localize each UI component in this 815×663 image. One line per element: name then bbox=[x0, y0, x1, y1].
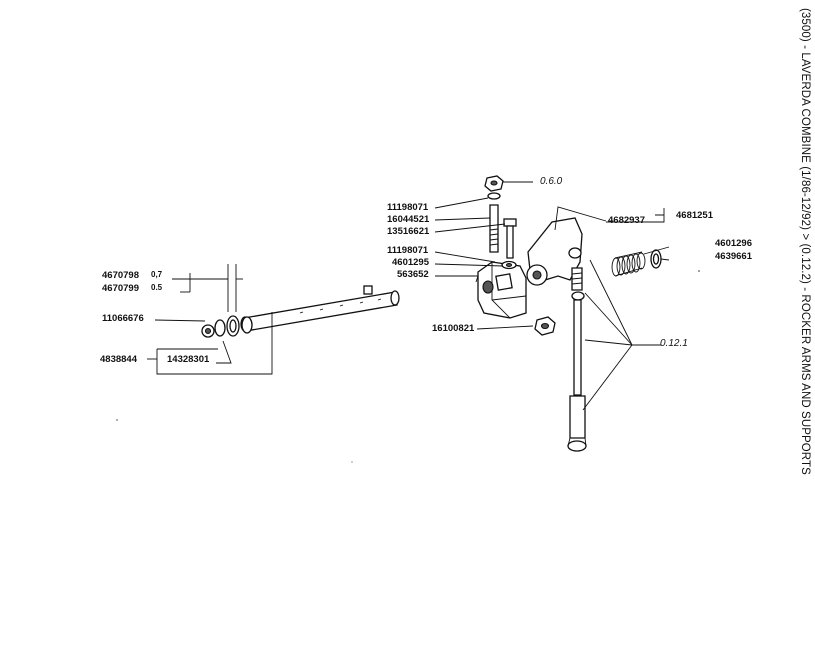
label-4681251: 4681251 bbox=[676, 210, 714, 221]
rocker-spring bbox=[611, 251, 646, 277]
rocker-arm bbox=[526, 217, 583, 291]
label-shim-07: 0,7 bbox=[151, 270, 163, 279]
rocker-shaft bbox=[240, 290, 400, 332]
push-rod bbox=[567, 291, 587, 452]
label-16100821: 16100821 bbox=[432, 323, 475, 334]
label-14328301: 14328301 bbox=[167, 354, 210, 365]
label-11198071-top: 11198071 bbox=[387, 202, 429, 213]
label-4670799: 4670799 bbox=[102, 283, 139, 294]
nut-top bbox=[484, 175, 504, 192]
part-labels: 4670798 4670799 0,7 0.5 11066676 4838844… bbox=[100, 176, 753, 365]
label-16044521: 16044521 bbox=[387, 214, 430, 225]
washer-upper bbox=[487, 192, 501, 200]
rocker-support bbox=[477, 261, 527, 319]
label-shim-05: 0.5 bbox=[151, 283, 163, 292]
label-4682937: 4682937 bbox=[608, 215, 645, 226]
label-4838844: 4838844 bbox=[100, 354, 138, 365]
nut-16100821 bbox=[534, 316, 556, 336]
shaft-plug-563652 bbox=[363, 285, 373, 295]
scan-specks bbox=[116, 270, 700, 463]
label-4639661: 4639661 bbox=[715, 251, 753, 262]
page-title: (3500) - LAVERDA COMBINE (1/86-12/92) > … bbox=[799, 8, 811, 475]
callout-lines-left bbox=[147, 291, 273, 375]
stud-16044521 bbox=[489, 204, 499, 253]
callout-lines-right bbox=[434, 181, 670, 411]
label-11198071-lower: 11198071 bbox=[387, 245, 429, 256]
washer-lower bbox=[501, 260, 517, 270]
ref-0-12-1: 0.12.1 bbox=[660, 338, 688, 349]
shim-dimension bbox=[172, 264, 243, 312]
spring-washer bbox=[650, 249, 662, 269]
washer-set bbox=[201, 315, 253, 338]
label-4601296: 4601296 bbox=[715, 238, 752, 249]
label-563652: 563652 bbox=[397, 269, 429, 280]
label-11066676: 11066676 bbox=[102, 313, 144, 324]
bolt-13516621 bbox=[503, 218, 517, 259]
label-4601295: 4601295 bbox=[392, 257, 430, 268]
label-13516621: 13516621 bbox=[387, 226, 430, 237]
ref-0-6-0: 0.6.0 bbox=[540, 176, 563, 187]
label-4670798: 4670798 bbox=[102, 270, 139, 281]
